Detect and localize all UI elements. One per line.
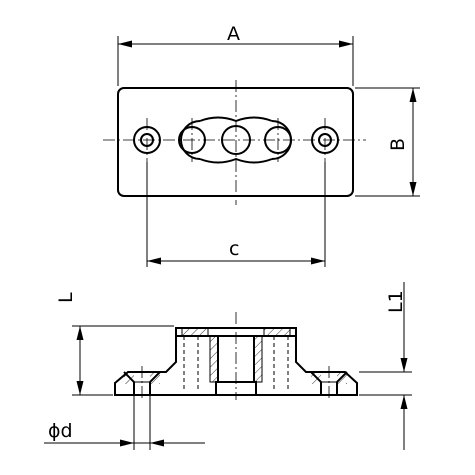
sleeve-section-right (253, 335, 263, 383)
dimension-B (355, 87, 420, 197)
dimension-L-label: L (55, 292, 77, 303)
right-mounting-hole (311, 118, 339, 162)
dimension-L1-label: L1 (385, 290, 407, 313)
dimension-L (72, 325, 174, 396)
dimension-B-label: B (387, 138, 409, 151)
cap-hatch (181, 327, 209, 337)
plate-outline (117, 87, 354, 197)
dimension-A-label: A (227, 23, 240, 45)
dimension-phi-d (44, 396, 205, 450)
base-outline (114, 327, 358, 396)
right-countersunk-hole (310, 366, 348, 400)
left-countersunk-hole (123, 366, 161, 400)
bottom-recess (215, 381, 257, 396)
dimension-c (146, 162, 326, 267)
dimension-A (117, 36, 354, 86)
dimension-c-label: c (229, 238, 239, 260)
dimension-L1 (359, 282, 412, 450)
sleeve-section-left (209, 335, 219, 383)
top-view: A B c (103, 23, 420, 267)
side-view: L L1 ϕd (44, 282, 412, 450)
cap-hatch-right (263, 327, 291, 337)
dimension-phi-d-label: ϕd (48, 420, 73, 442)
triple-bore-group (178, 116, 292, 164)
top-cap (175, 327, 297, 337)
left-mounting-hole (133, 118, 161, 162)
